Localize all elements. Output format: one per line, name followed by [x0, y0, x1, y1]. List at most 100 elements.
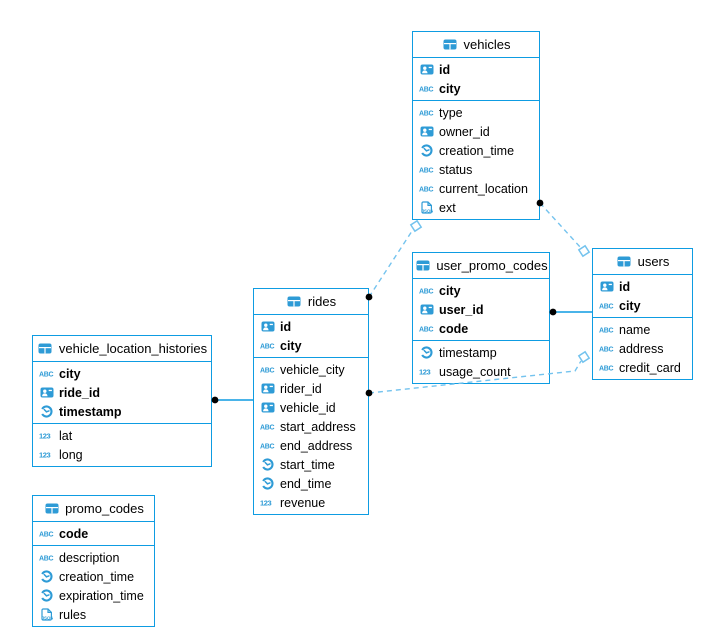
- column-id[interactable]: id: [254, 317, 368, 336]
- table-grid-icon: [414, 260, 431, 271]
- column-vehicle_id[interactable]: vehicle_id: [254, 398, 368, 417]
- column-label: start_time: [280, 457, 335, 472]
- column-label: end_address: [280, 438, 353, 453]
- column-id[interactable]: id: [413, 60, 539, 79]
- column-timestamp[interactable]: timestamp: [413, 343, 549, 362]
- column-label: ext: [439, 200, 456, 215]
- id-badge-icon: [418, 304, 435, 315]
- relationship-line[interactable]: [539, 202, 582, 249]
- column-id[interactable]: id: [593, 277, 692, 296]
- column-owner_id[interactable]: owner_id: [413, 122, 539, 141]
- svg-text:ABC: ABC: [260, 344, 275, 351]
- column-ride_id[interactable]: ride_id: [33, 383, 211, 402]
- table-grid-icon: [616, 256, 633, 267]
- svg-text:123: 123: [419, 368, 431, 377]
- svg-text:ABC: ABC: [260, 425, 275, 432]
- table-header-user_promo_codes[interactable]: user_promo_codes: [413, 253, 549, 279]
- json-icon: JSON: [418, 201, 435, 214]
- column-start_time[interactable]: start_time: [254, 455, 368, 474]
- column-label: city: [59, 366, 81, 381]
- column-label: lat: [59, 428, 73, 443]
- column-label: current_location: [439, 181, 528, 196]
- connection-vehicle_location_histories-rides[interactable]: [211, 396, 253, 404]
- svg-text:ABC: ABC: [419, 289, 434, 296]
- svg-text:ABC: ABC: [260, 444, 275, 451]
- column-end_time[interactable]: end_time: [254, 474, 368, 493]
- text-abc-icon: ABC: [38, 553, 55, 563]
- connection-user_promo_codes-users[interactable]: [549, 308, 592, 316]
- column-expiration_time[interactable]: expiration_time: [33, 586, 154, 605]
- svg-text:123: 123: [260, 499, 272, 508]
- table-title: users: [637, 254, 670, 269]
- table-header-vehicle_location_histories[interactable]: vehicle_location_histories: [33, 336, 211, 362]
- table-grid-icon: [37, 343, 54, 354]
- text-abc-icon: ABC: [259, 441, 276, 451]
- column-user_id[interactable]: user_id: [413, 300, 549, 319]
- clock-icon: [418, 346, 435, 359]
- column-usage_count[interactable]: 123 usage_count: [413, 362, 549, 381]
- column-end_address[interactable]: ABC end_address: [254, 436, 368, 455]
- table-header-promo_codes[interactable]: promo_codes: [33, 496, 154, 522]
- text-abc-icon: ABC: [598, 301, 615, 311]
- endpoint-dot: [211, 396, 219, 404]
- table-title: rides: [307, 294, 337, 309]
- relationship-line[interactable]: [368, 227, 415, 298]
- text-abc-icon: ABC: [598, 344, 615, 354]
- table-header-rides[interactable]: rides: [254, 289, 368, 315]
- svg-text:ABC: ABC: [419, 168, 434, 175]
- clock-icon: [38, 405, 55, 418]
- endpoint-square: [577, 244, 591, 258]
- column-rider_id[interactable]: rider_id: [254, 379, 368, 398]
- text-abc-icon: ABC: [259, 365, 276, 375]
- column-label: vehicle_id: [280, 400, 336, 415]
- column-label: long: [59, 447, 83, 462]
- table-title: user_promo_codes: [436, 258, 548, 273]
- column-timestamp[interactable]: timestamp: [33, 402, 211, 421]
- column-creation_time[interactable]: creation_time: [33, 567, 154, 586]
- column-label: usage_count: [439, 364, 511, 379]
- table-header-users[interactable]: users: [593, 249, 692, 275]
- table-grid-icon: [286, 296, 303, 307]
- column-label: id: [619, 279, 631, 294]
- table-header-vehicles[interactable]: vehicles: [413, 32, 539, 58]
- endpoint-dot: [549, 308, 557, 316]
- connection-vehicles-users[interactable]: [536, 199, 591, 258]
- column-creation_time[interactable]: creation_time: [413, 141, 539, 160]
- column-label: id: [439, 62, 451, 77]
- column-ext[interactable]: JSON ext: [413, 198, 539, 217]
- text-abc-icon: ABC: [259, 341, 276, 351]
- table-title: vehicle_location_histories: [58, 341, 208, 356]
- table-grid-icon: [43, 503, 60, 514]
